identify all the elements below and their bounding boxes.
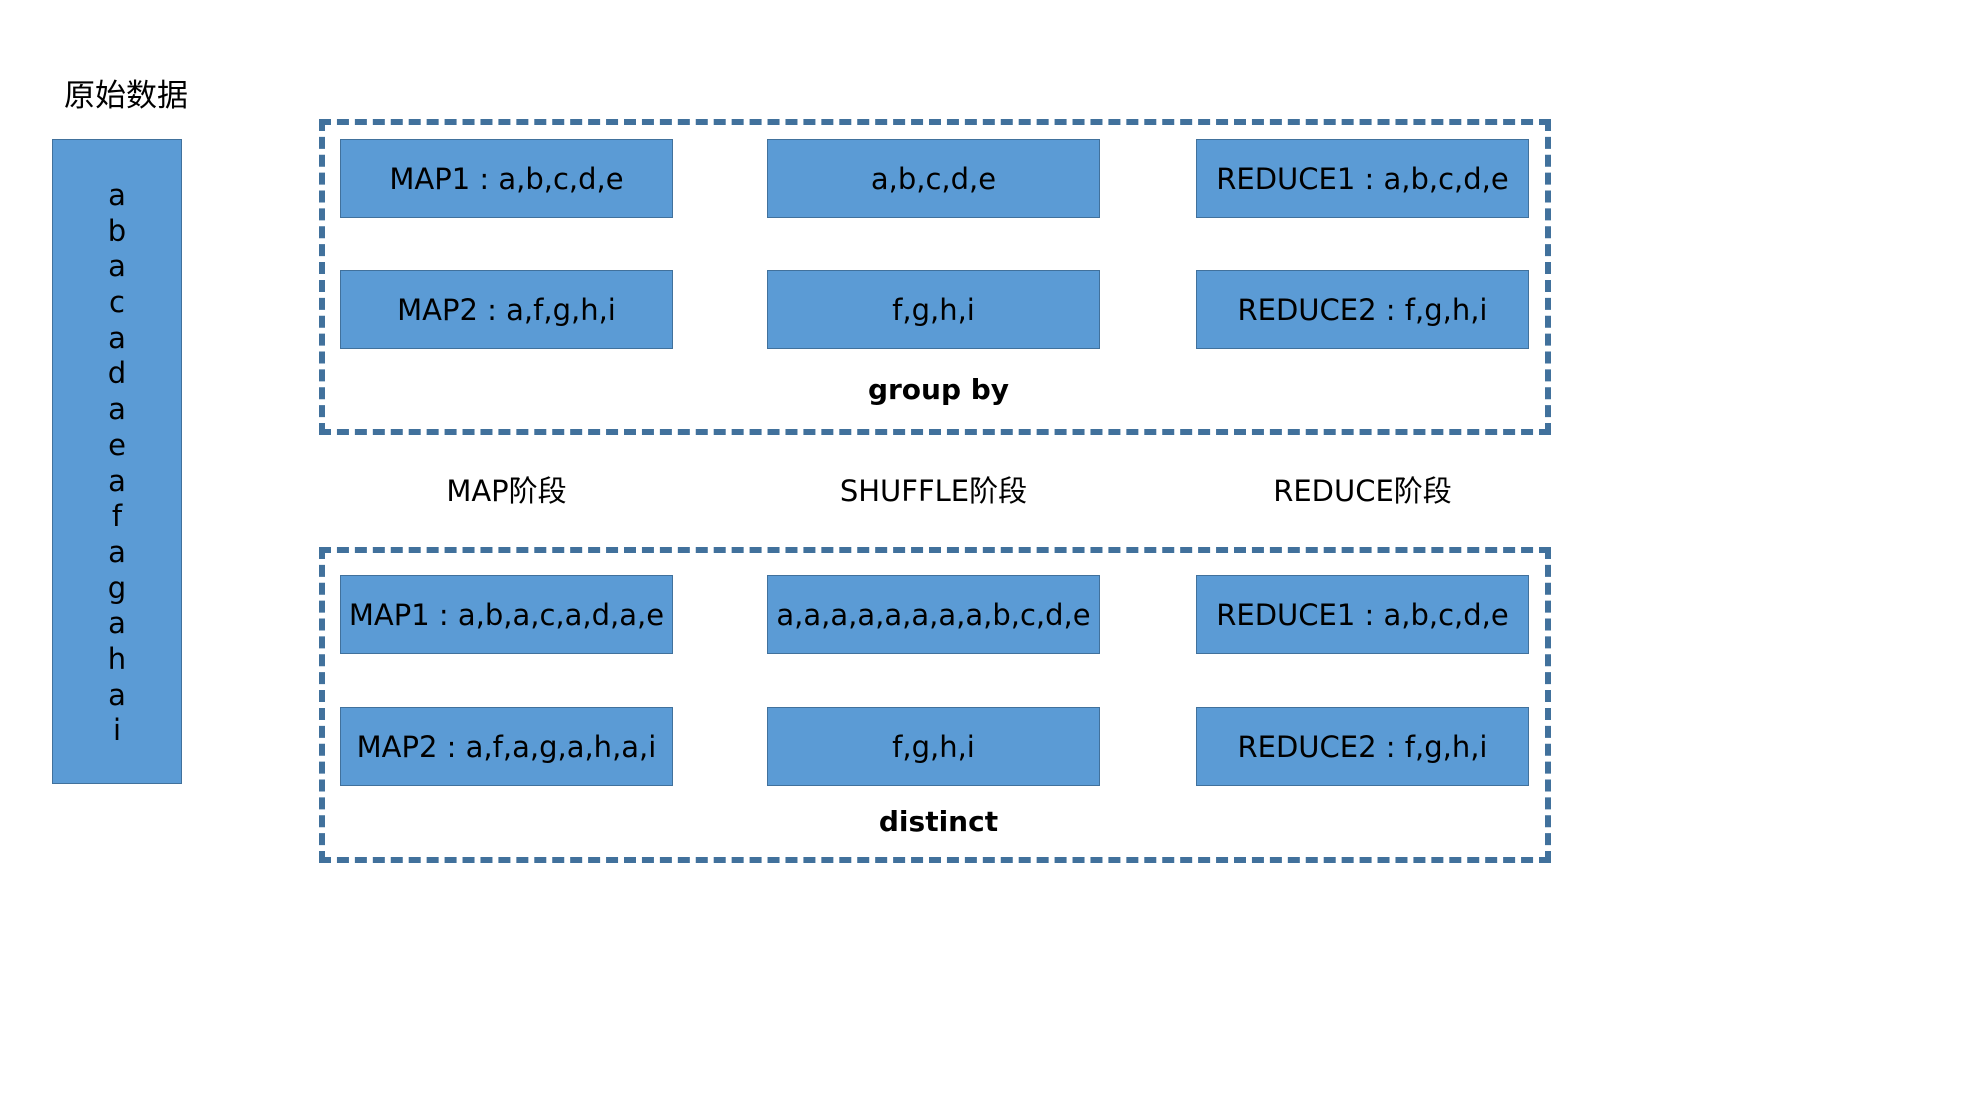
raw-data-column: a b a c a d a e a f a g a h a i — [52, 139, 182, 784]
shuffle-phase-label: SHUFFLE阶段 — [839, 474, 1028, 508]
distinct-map1-box: MAP1 : a,b,a,c,a,d,a,e — [340, 575, 673, 654]
group-by-shuffle1-box: a,b,c,d,e — [767, 139, 1100, 218]
raw-data-item: a — [108, 320, 126, 355]
raw-data-item: a — [108, 463, 126, 498]
raw-data-item: a — [108, 677, 126, 712]
group-by-reduce1-box: REDUCE1 : a,b,c,d,e — [1196, 139, 1529, 218]
raw-data-item: d — [107, 356, 127, 391]
distinct-label: distinct — [878, 805, 999, 838]
raw-data-item: f — [111, 499, 123, 534]
raw-data-item: h — [107, 641, 127, 676]
raw-data-item: i — [112, 713, 122, 748]
distinct-reduce1-box: REDUCE1 : a,b,c,d,e — [1196, 575, 1529, 654]
distinct-map2-box: MAP2 : a,f,a,g,a,h,a,i — [340, 707, 673, 786]
group-by-map1-box: MAP1 : a,b,c,d,e — [340, 139, 673, 218]
raw-data-title: 原始数据 — [64, 78, 188, 114]
raw-data-item: e — [108, 427, 126, 462]
distinct-shuffle2-box: f,g,h,i — [767, 707, 1100, 786]
map-phase-label: MAP阶段 — [446, 474, 567, 508]
raw-data-item: c — [109, 285, 125, 320]
raw-data-item: a — [108, 178, 126, 212]
distinct-reduce2-box: REDUCE2 : f,g,h,i — [1196, 707, 1529, 786]
group-by-label: group by — [867, 373, 1010, 406]
raw-data-item: g — [107, 570, 127, 605]
group-by-shuffle2-box: f,g,h,i — [767, 270, 1100, 349]
distinct-frame — [319, 547, 1551, 863]
group-by-reduce2-box: REDUCE2 : f,g,h,i — [1196, 270, 1529, 349]
raw-data-item: a — [108, 249, 126, 284]
group-by-frame — [319, 119, 1551, 435]
group-by-map2-box: MAP2 : a,f,g,h,i — [340, 270, 673, 349]
raw-data-item: a — [108, 606, 126, 641]
raw-data-item: b — [107, 213, 127, 248]
reduce-phase-label: REDUCE阶段 — [1273, 474, 1452, 508]
raw-data-item: a — [108, 392, 126, 427]
raw-data-item: a — [108, 534, 126, 569]
distinct-shuffle1-box: a,a,a,a,a,a,a,a,b,c,d,e — [767, 575, 1100, 654]
